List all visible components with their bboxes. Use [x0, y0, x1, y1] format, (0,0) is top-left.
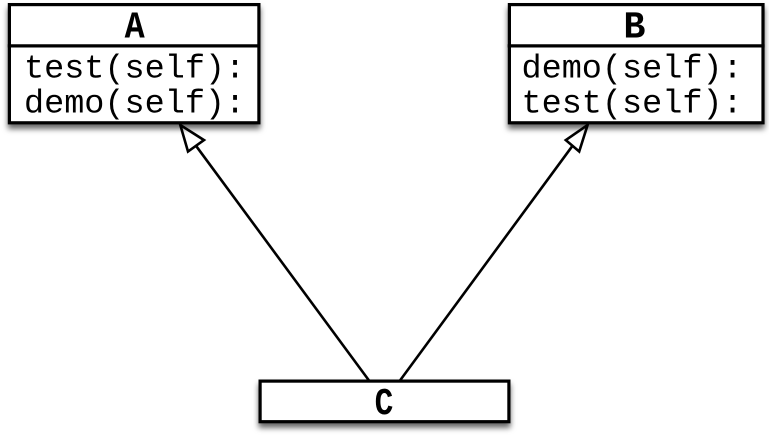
svg-text:test(self):: test(self):: [522, 86, 743, 124]
svg-text:demo(self):: demo(self):: [24, 86, 245, 124]
svg-text:C: C: [375, 383, 394, 426]
svg-text:test(self):: test(self):: [24, 51, 245, 89]
svg-text:demo(self):: demo(self):: [522, 51, 743, 89]
svg-text:B: B: [624, 7, 646, 50]
svg-text:A: A: [125, 6, 146, 50]
